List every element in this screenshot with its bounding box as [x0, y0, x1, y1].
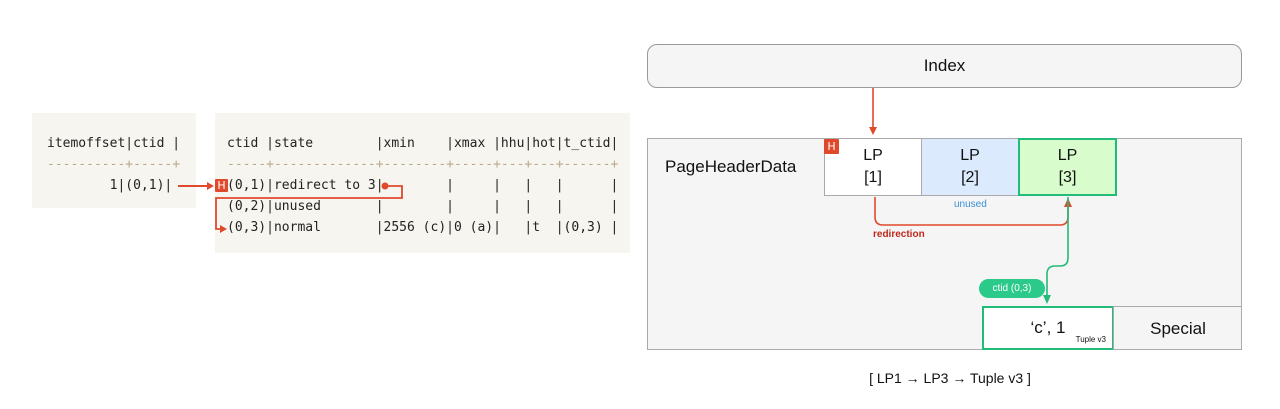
redirection-label: redirection — [873, 229, 925, 240]
ctid-badge: ctid (0,3) — [979, 279, 1045, 298]
itemoffset-header: itemoffset|ctid | — [47, 136, 181, 151]
special-label: Special — [1150, 318, 1206, 338]
heap-tuple-table: ctid |state |xmin |xmax |hhu|hot|t_ctid|… — [227, 133, 618, 238]
caption-text: [ LP1 → LP3 → Tuple v3 ] — [869, 370, 1031, 386]
itemoffset-table-panel: itemoffset|ctid | ----------+-----+ 1|(0… — [32, 113, 196, 208]
heap-row-1: (0,1)|redirect to 3| | | | | | — [227, 178, 619, 193]
lp1-title: LP — [863, 147, 883, 164]
heap-header: ctid |state |xmin |xmax |hhu|hot|t_ctid| — [227, 136, 619, 151]
itemoffset-divider: ----------+-----+ — [47, 157, 181, 172]
hot-badge-left: H — [215, 179, 228, 192]
ctid-badge-label: ctid (0,3) — [992, 283, 1032, 294]
hot-badge-lp1: H — [824, 139, 839, 154]
tuple-version: Tuple v3 — [1075, 335, 1106, 344]
caption: [ LP1 → LP3 → Tuple v3 ] — [820, 366, 1080, 390]
lp3-index: [3] — [1058, 169, 1077, 186]
heap-tuple-table-panel: ctid |state |xmin |xmax |hhu|hot|t_ctid|… — [215, 113, 630, 253]
page-header-label: PageHeaderData — [665, 157, 797, 176]
heap-divider: -----+-------------+--------+-----+---+-… — [227, 157, 619, 172]
special-box: Special — [1113, 306, 1242, 350]
index-label: Index — [923, 56, 966, 75]
itemoffset-arrowhead — [207, 182, 214, 190]
line-pointer-2: LP [2] — [921, 138, 1019, 196]
index-box: Index — [647, 44, 1242, 88]
lp1-index: [1] — [864, 169, 882, 186]
heap-row-2: (0,2)|unused | | | | | | — [227, 199, 619, 214]
unused-label: unused — [954, 199, 987, 210]
page-header-box: PageHeaderData — [647, 138, 825, 196]
lp2-title: LP — [960, 147, 980, 164]
itemoffset-row-text: 1|(0,1)| — [109, 178, 173, 193]
itemoffset-table: itemoffset|ctid | ----------+-----+ 1|(0… — [47, 133, 180, 196]
heap-row-3: (0,3)|normal |2556 (c)|0 (a)| |t |(0,3) … — [227, 220, 619, 235]
lp2-index: [2] — [961, 169, 979, 186]
tuple-v3-box: ‘c’, 1 Tuple v3 — [982, 306, 1114, 350]
index-to-lp1-arrowhead — [869, 127, 877, 135]
itemoffset-row: 1|(0,1)| — [47, 178, 173, 193]
line-pointer-3: LP [3] — [1018, 138, 1117, 196]
lp3-title: LP — [1057, 147, 1078, 164]
tuple-value: ‘c’, 1 — [1030, 318, 1066, 337]
